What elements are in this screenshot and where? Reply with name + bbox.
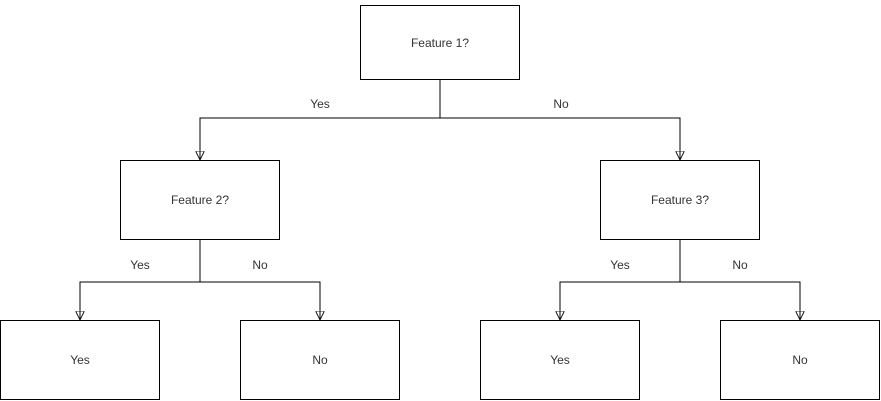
edge-feature1-feature3 xyxy=(439,80,680,159)
node-leaf-right-yes: Yes xyxy=(480,320,640,400)
node-feature-2: Feature 2? xyxy=(120,160,280,240)
node-feature-1-label: Feature 1? xyxy=(410,35,470,50)
node-feature-2-label: Feature 2? xyxy=(170,193,230,207)
edge-label-feature1-no: No xyxy=(551,97,571,111)
edge-feature1-feature2 xyxy=(200,80,441,159)
edge-label-feature1-yes: Yes xyxy=(308,97,332,111)
node-leaf-left-yes-label: Yes xyxy=(70,353,90,367)
node-feature-1: Feature 1? xyxy=(360,5,520,80)
edge-feature2-leaf-yes xyxy=(80,240,201,319)
edge-label-feature2-no: No xyxy=(250,258,270,272)
edge-feature2-leaf-no xyxy=(199,240,320,319)
node-leaf-right-no: No xyxy=(720,320,880,400)
node-leaf-left-yes: Yes xyxy=(0,320,160,400)
edge-label-feature2-yes: Yes xyxy=(128,258,152,272)
edge-feature3-leaf-no xyxy=(679,240,800,319)
node-feature-3: Feature 3? xyxy=(600,160,760,240)
node-leaf-left-no: No xyxy=(240,320,400,400)
node-feature-3-label: Feature 3? xyxy=(650,193,710,207)
node-leaf-left-no-label: No xyxy=(312,353,328,367)
node-leaf-right-no-label: No xyxy=(792,353,808,367)
edge-label-feature3-no: No xyxy=(730,258,750,272)
node-leaf-right-yes-label: Yes xyxy=(550,353,570,367)
edge-label-feature3-yes: Yes xyxy=(608,258,632,272)
edge-feature3-leaf-yes xyxy=(560,240,681,319)
